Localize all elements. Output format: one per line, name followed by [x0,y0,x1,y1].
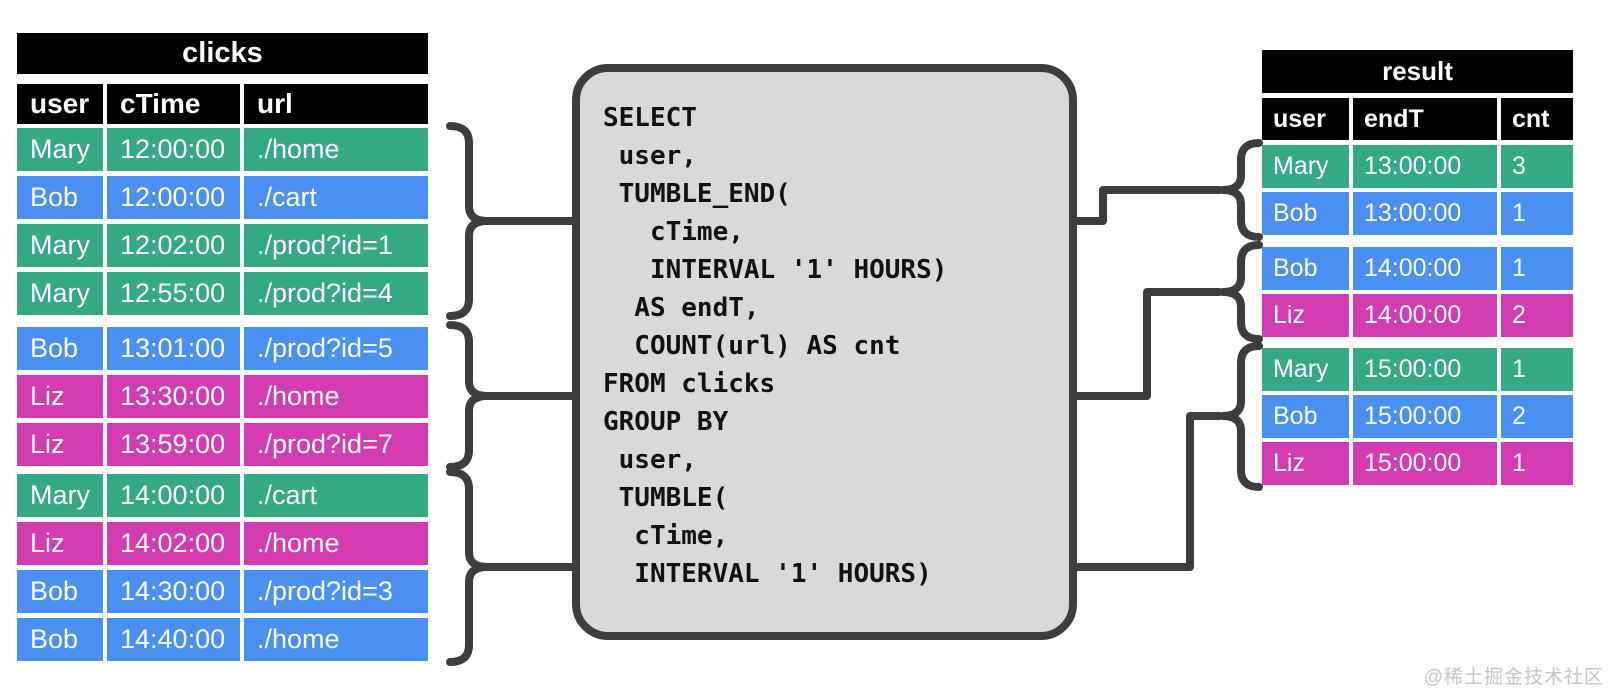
table-row: Bob 15:00:00 2 [1262,395,1573,438]
table-row: Mary 15:00:00 1 [1262,348,1573,391]
cell-ctime: 12:00:00 [107,176,240,219]
cell-user: Bob [17,570,103,613]
clicks-header-row: user cTime url [17,84,428,124]
cell-cnt: 1 [1501,442,1573,485]
table-row: Bob 13:01:00 ./prod?id=5 [17,327,428,370]
cell-url: ./prod?id=4 [244,272,428,315]
table-row: Bob 13:00:00 1 [1262,192,1573,235]
cell-url: ./prod?id=5 [244,327,428,370]
cell-cnt: 1 [1501,247,1573,290]
cell-user: Mary [17,474,103,517]
cell-ctime: 14:30:00 [107,570,240,613]
brace-clicks-group-2 [446,321,491,471]
table-row: Mary 13:00:00 3 [1262,145,1573,188]
brace-clicks-group-3 [446,468,491,666]
cell-cnt: 2 [1501,395,1573,438]
cell-user: Bob [17,176,103,219]
cell-user: Mary [17,224,103,267]
cell-ctime: 13:59:00 [107,423,240,466]
cell-url: ./prod?id=7 [244,423,428,466]
cell-cnt: 2 [1501,294,1573,337]
cell-cnt: 3 [1501,145,1573,188]
brace-result-group-1 [1219,139,1263,241]
table-row: Liz 14:02:00 ./home [17,522,428,565]
cell-user: Liz [1262,294,1349,337]
table-row: Liz 13:59:00 ./prod?id=7 [17,423,428,466]
brace-clicks-group-1 [446,122,491,320]
cell-user: Liz [17,423,103,466]
cell-url: ./home [244,375,428,418]
cell-cnt: 1 [1501,348,1573,391]
cell-user: Liz [17,522,103,565]
clicks-table-title: clicks [17,33,428,74]
clicks-header-url: url [244,84,428,124]
cell-url: ./cart [244,474,428,517]
cell-ctime: 12:00:00 [107,128,240,171]
cell-endt: 13:00:00 [1353,192,1497,235]
cell-ctime: 12:55:00 [107,272,240,315]
brace-result-group-3 [1219,342,1263,491]
table-row: Liz 14:00:00 2 [1262,294,1573,337]
brace-result-group-2 [1219,241,1263,343]
result-header-endt: endT [1353,98,1497,140]
cell-user: Mary [1262,348,1349,391]
cell-user: Bob [1262,395,1349,438]
result-header-cnt: cnt [1501,98,1573,140]
cell-url: ./home [244,522,428,565]
cell-ctime: 14:40:00 [107,618,240,661]
clicks-header-ctime: cTime [107,84,240,124]
result-table-title: result [1262,50,1573,93]
cell-user: Mary [17,128,103,171]
sql-query-box: SELECT user, TUMBLE_END( cTime, INTERVAL… [572,64,1077,640]
table-row: Mary 12:02:00 ./prod?id=1 [17,224,428,267]
cell-user: Bob [17,327,103,370]
cell-user: Liz [1262,442,1349,485]
table-row: Bob 14:00:00 1 [1262,247,1573,290]
table-row: Bob 12:00:00 ./cart [17,176,428,219]
table-row: Mary 12:55:00 ./prod?id=4 [17,272,428,315]
cell-url: ./prod?id=3 [244,570,428,613]
table-row: Bob 14:30:00 ./prod?id=3 [17,570,428,613]
cell-ctime: 14:00:00 [107,474,240,517]
connector-right-3 [1068,412,1223,571]
cell-endt: 13:00:00 [1353,145,1497,188]
cell-user: Bob [1262,247,1349,290]
cell-ctime: 13:30:00 [107,375,240,418]
cell-url: ./cart [244,176,428,219]
cell-user: Liz [17,375,103,418]
table-row: Mary 12:00:00 ./home [17,128,428,171]
cell-endt: 15:00:00 [1353,442,1497,485]
table-row: Mary 14:00:00 ./cart [17,474,428,517]
cell-ctime: 13:01:00 [107,327,240,370]
cell-ctime: 12:02:00 [107,224,240,267]
result-header-row: user endT cnt [1262,98,1573,140]
connector-right-2 [1068,288,1223,400]
result-table: result user endT cnt Mary 13:00:00 3 Bob… [1262,50,1573,485]
cell-cnt: 1 [1501,192,1573,235]
cell-url: ./home [244,618,428,661]
cell-endt: 14:00:00 [1353,247,1497,290]
cell-user: Bob [1262,192,1349,235]
cell-url: ./home [244,128,428,171]
cell-url: ./prod?id=1 [244,224,428,267]
cell-ctime: 14:02:00 [107,522,240,565]
cell-user: Bob [17,618,103,661]
clicks-table: clicks user cTime url Mary 12:00:00 ./ho… [17,33,428,661]
cell-user: Mary [1262,145,1349,188]
cell-endt: 15:00:00 [1353,395,1497,438]
table-row: Bob 14:40:00 ./home [17,618,428,661]
watermark: @稀土掘金技术社区 [1423,667,1604,688]
sql-query-text: SELECT user, TUMBLE_END( cTime, INTERVAL… [603,103,948,589]
cell-user: Mary [17,272,103,315]
table-row: Liz 15:00:00 1 [1262,442,1573,485]
connector-right-1 [1068,186,1223,225]
clicks-header-user: user [17,84,103,124]
cell-endt: 14:00:00 [1353,294,1497,337]
result-header-user: user [1262,98,1349,140]
table-row: Liz 13:30:00 ./home [17,375,428,418]
cell-endt: 15:00:00 [1353,348,1497,391]
